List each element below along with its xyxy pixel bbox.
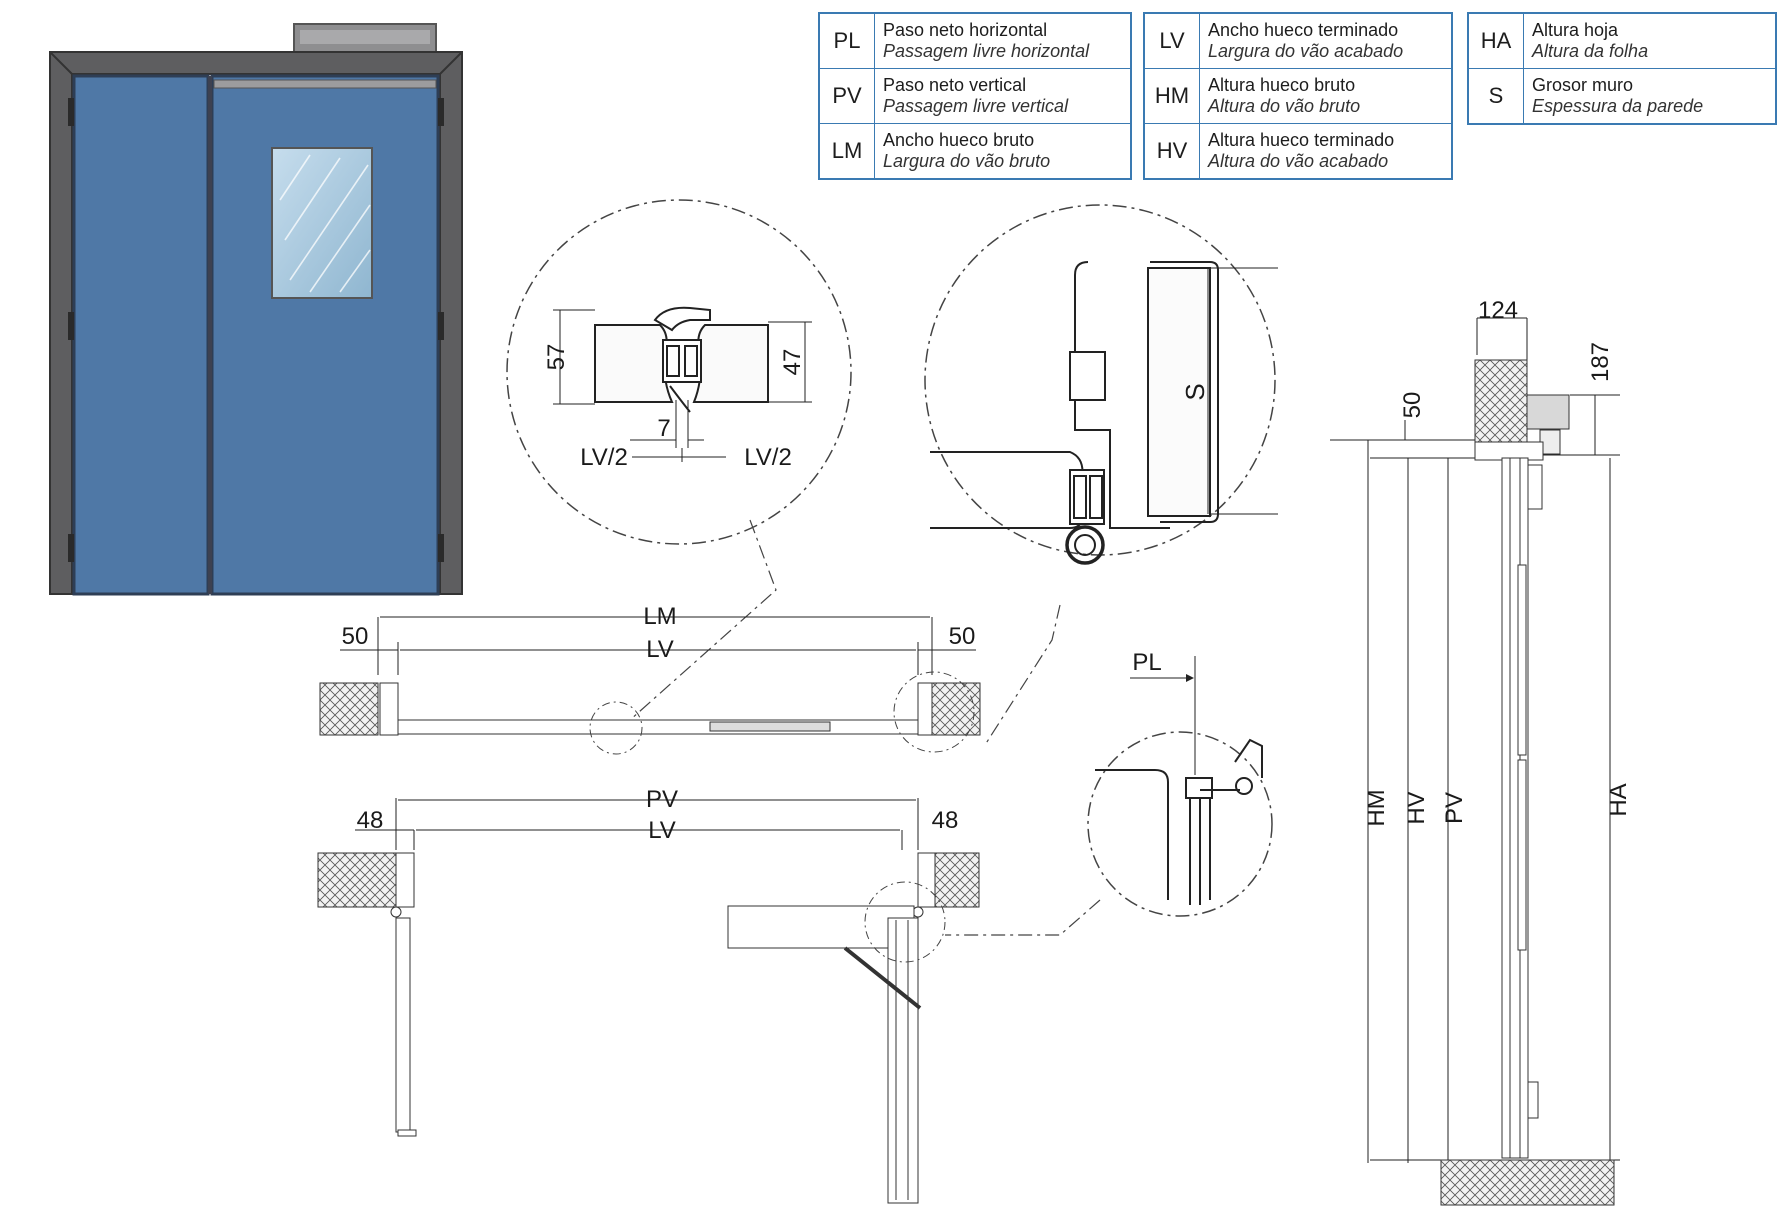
section-operator (1526, 394, 1570, 430)
legend-portuguese: Espessura da parede (1532, 96, 1704, 116)
plan-open: PV LV 48 48 (317, 786, 980, 1204)
wall-right (931, 682, 981, 736)
legend-code: LM (820, 124, 875, 178)
plan-open-lv: LV (648, 817, 676, 844)
legend-portuguese: Altura do vão bruto (1208, 96, 1361, 116)
legend-spanish: Grosor muro (1532, 75, 1634, 95)
plan-open-right-offset: 48 (932, 807, 959, 834)
legend-spanish: Altura hoja (1532, 20, 1619, 40)
joint-dim-47: 47 (779, 349, 806, 376)
legend-code: PL (820, 14, 875, 68)
legend-portuguese: Passagem livre horizontal (883, 41, 1090, 61)
wall-thickness-label: S (1180, 383, 1210, 400)
legend-spanish: Ancho hueco terminado (1208, 20, 1399, 40)
detail-frame: S (924, 204, 1278, 746)
wall-left-open (317, 852, 397, 908)
section-dim-187: 187 (1587, 342, 1614, 382)
section-dim-50: 50 (1399, 392, 1426, 419)
joint-half-left: LV/2 (580, 444, 628, 471)
joint-dim-57: 57 (543, 344, 570, 371)
plan-closed-lm: LM (643, 603, 676, 630)
plan-closed-left-offset: 50 (342, 623, 369, 650)
legend-code: LV (1145, 14, 1200, 68)
joint-dim-7: 7 (657, 415, 670, 442)
joint-half-right: LV/2 (744, 444, 792, 471)
legend-portuguese: Passagem livre vertical (883, 96, 1069, 116)
door-closer-arm (213, 79, 437, 89)
legend-portuguese: Altura do vão acabado (1208, 151, 1389, 171)
wall-left (319, 682, 379, 736)
legend-code: PV (820, 69, 875, 123)
plan-open-left-offset: 48 (357, 807, 384, 834)
door-render (49, 23, 463, 596)
vision-panel (271, 147, 373, 299)
legend-spanish: Altura hueco terminado (1208, 130, 1395, 150)
legend-spanish: Altura hueco bruto (1208, 75, 1356, 95)
legend-spanish: Ancho hueco bruto (883, 130, 1035, 150)
pl-label: PL (1132, 649, 1161, 676)
section-hv: HV (1403, 791, 1430, 824)
legend-portuguese: Altura da folha (1532, 41, 1649, 61)
legend-portuguese: Largura do vão acabado (1208, 41, 1404, 61)
pivot-ring (1065, 525, 1105, 565)
door-leaf-left (72, 74, 210, 596)
section-dim-124: 124 (1478, 297, 1518, 324)
legend-code: HA (1469, 14, 1524, 68)
plan-closed: LM LV 50 50 (319, 603, 981, 755)
legend-code: HV (1145, 124, 1200, 178)
plan-closed-right-offset: 50 (949, 623, 976, 650)
legend-code: HM (1145, 69, 1200, 123)
wall-right-open (934, 852, 980, 908)
section-ha: HA (1605, 783, 1632, 816)
section-head-wall (1474, 359, 1528, 443)
section-pv: PV (1441, 792, 1468, 824)
section-hm: HM (1363, 789, 1390, 826)
legend-spanish: Paso neto horizontal (883, 20, 1048, 40)
legend-code: S (1469, 69, 1524, 123)
legend-portuguese: Largura do vão bruto (883, 151, 1051, 171)
detail-joint: 57 47 7 LV/2 LV/2 (506, 199, 852, 721)
plan-open-pv: PV (646, 786, 678, 813)
plan-closed-lv: LV (646, 636, 674, 663)
detail-pl: PL (945, 649, 1273, 936)
section-floor (1440, 1159, 1615, 1206)
section-view: 124 187 50 HM HV PV HA (1330, 297, 1632, 1206)
legend-spanish: Paso neto vertical (883, 75, 1027, 95)
